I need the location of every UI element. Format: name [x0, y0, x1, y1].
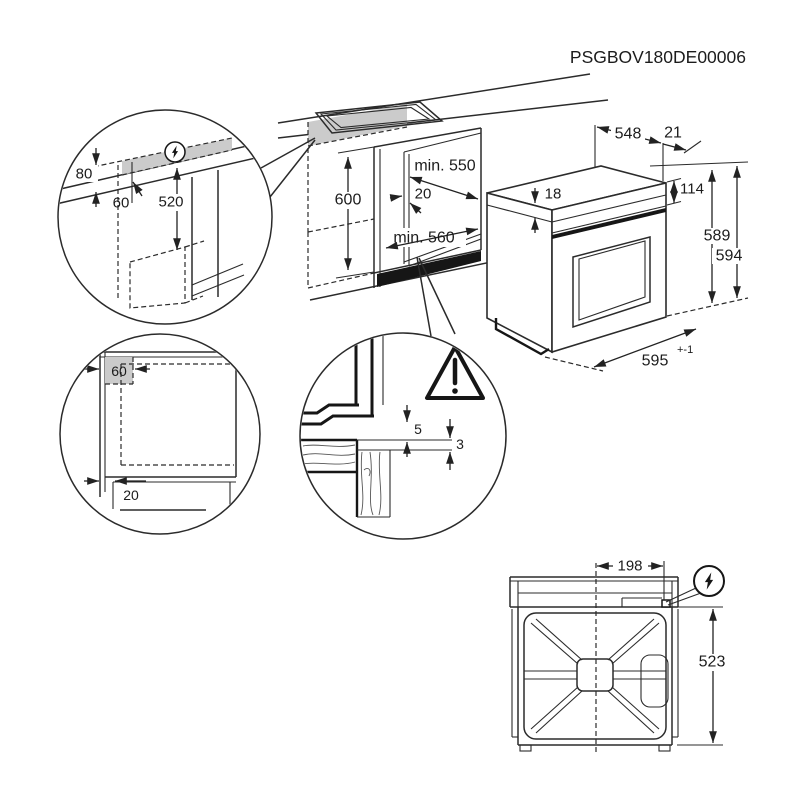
dim-niche-depth-label: min. 550: [414, 158, 475, 175]
dim-panel-height-label: 114: [680, 181, 704, 198]
plinth-vent-strip: [377, 251, 481, 287]
dim-niche-width-label: min. 560: [393, 230, 454, 247]
terminal-box: [621, 597, 671, 608]
dim-plinth-recess-label: 20: [123, 487, 139, 503]
dim-zone-side-offset-label: 60: [113, 195, 130, 212]
dim-connection-offset: 198: [596, 558, 665, 600]
dim-niche-width: min. 560: [382, 227, 479, 250]
dim-rear-gap-label: 20: [415, 186, 432, 203]
dim-front-width-tolerance: +-1: [677, 344, 693, 356]
dim-niche-height-label: 600: [335, 192, 362, 209]
dim-height-a-label: 589: [704, 228, 731, 245]
detail-circle: [59, 333, 261, 535]
drawing-code: PSGBOV180DE00006: [570, 47, 746, 67]
rear-view: 198 523: [509, 558, 732, 752]
dim-rear-clearance-label: 21: [664, 125, 682, 142]
detail-electrical-zone: 80 60 520: [57, 109, 273, 325]
dim-zone-height-label: 80: [76, 166, 93, 183]
dim-niche-height: 600: [331, 146, 375, 279]
cabinet-wood-section: [301, 438, 391, 518]
terminal-cover: [640, 654, 669, 708]
electrical-symbol-icon: [164, 141, 186, 163]
dim-front-width-label: 595: [642, 353, 669, 370]
dim-front-width: 595 +-1: [544, 328, 697, 372]
oven-3d: [486, 165, 667, 356]
callout-to-electrical-detail: [260, 137, 316, 198]
side-zone-square: [105, 357, 133, 384]
niche: [373, 127, 482, 288]
hob-cutout: [307, 101, 444, 232]
oven-foot: [494, 318, 550, 356]
dim-panel-gap-label: 3: [456, 436, 464, 452]
detail-side-view: 60 20: [59, 333, 261, 535]
dim-frame-gap-label: 5: [414, 421, 422, 437]
dim-panel-height: 114: [666, 177, 706, 206]
detail-circle: [57, 109, 273, 325]
dim-oven-depth-label: 548: [615, 126, 642, 143]
dim-top-thickness: 18: [531, 186, 566, 233]
dim-side-offset-label: 60: [111, 363, 127, 379]
electrical-zone-shading: [308, 104, 407, 146]
dim-height-b-label: 594: [716, 248, 743, 265]
callout-to-gap-detail: [416, 256, 456, 337]
main-view: 600 min. 550 20 min. 560: [260, 73, 749, 372]
warning-triangle-icon: [425, 345, 485, 400]
installed-oven-dashed: [307, 218, 375, 289]
detail-circle: [299, 332, 507, 540]
dim-oven-heights: 589 594: [649, 161, 749, 317]
back-panel: [523, 612, 669, 740]
dim-below-height-label: 520: [158, 194, 183, 211]
dim-niche-depth: min. 550: [409, 158, 479, 200]
detail-front-gap: 5 3: [299, 332, 507, 540]
dim-oven-depth: 548: [594, 125, 664, 181]
dim-rear-clearance: 21: [662, 125, 702, 154]
dim-connection-height: 523: [674, 606, 732, 746]
dim-connection-height-label: 523: [699, 654, 726, 671]
electrical-symbol-icon: [665, 565, 725, 606]
dim-top-thickness-label: 18: [545, 186, 562, 203]
dim-rear-gap: 20: [389, 186, 432, 214]
dim-connection-offset-label: 198: [617, 558, 642, 575]
